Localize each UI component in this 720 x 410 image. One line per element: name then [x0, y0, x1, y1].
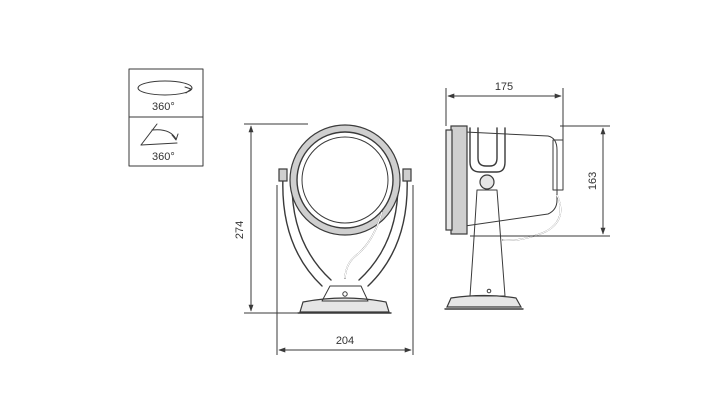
dimension-width: 204 [276, 185, 414, 355]
dimension-depth: 175 [445, 81, 564, 140]
dimension-head-height-label: 163 [587, 172, 599, 190]
tilt-rotation-label: 360° [152, 151, 175, 163]
side-view [444, 125, 564, 310]
horizontal-rotation-label: 360° [152, 101, 175, 113]
rotation-legend: 360° 360° [128, 68, 204, 167]
dimension-height-label: 274 [234, 221, 246, 239]
dimension-width-label: 204 [336, 335, 354, 347]
dimension-depth-label: 175 [495, 81, 513, 93]
dimension-head-height: 163 [470, 125, 610, 237]
horizontal-rotation-icon [137, 80, 193, 96]
dimension-height: 274 [234, 123, 308, 314]
tilt-rotation-icon [140, 123, 179, 146]
front-view [278, 124, 412, 314]
